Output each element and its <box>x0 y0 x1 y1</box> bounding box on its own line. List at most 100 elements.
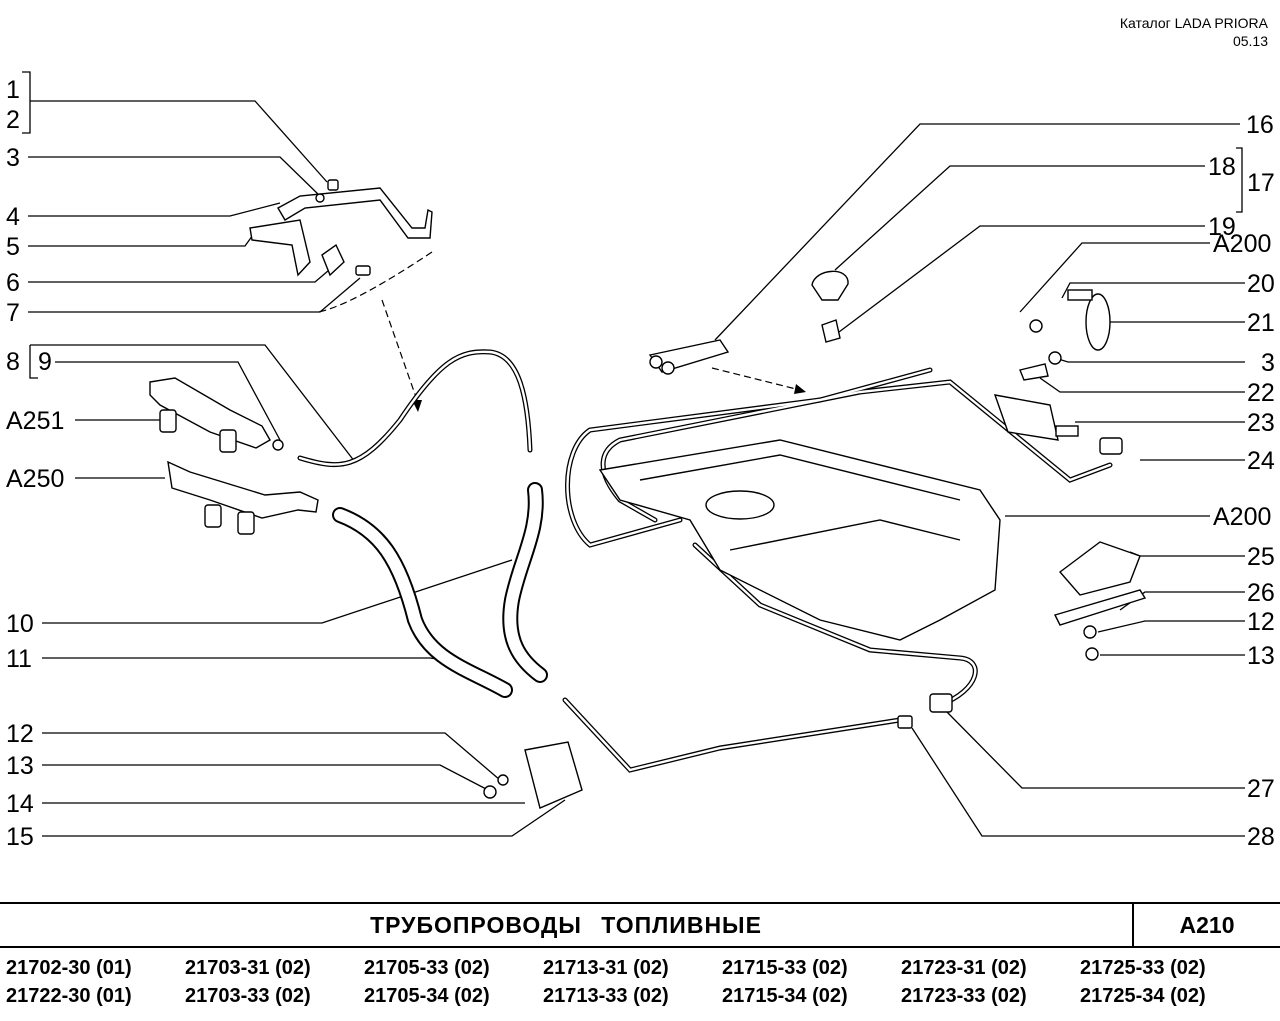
injector-a251-2 <box>219 429 237 453</box>
leader-15 <box>42 799 566 837</box>
fuel-tube-8 <box>297 349 533 468</box>
leader-4 <box>28 202 281 217</box>
leader-7 <box>28 277 361 313</box>
holder-18 <box>811 270 849 301</box>
model-code: 21722-30 (01) <box>6 985 132 1007</box>
fuel-rail-a251 <box>149 377 271 449</box>
sleeve-16-end-b <box>661 361 675 375</box>
leader-18 <box>834 165 1205 271</box>
holder-plate-5 <box>249 219 311 277</box>
bracket-17 <box>1236 147 1243 213</box>
leader-22 <box>1039 377 1245 393</box>
injector-a250-1 <box>204 504 222 528</box>
callout-18: 18 <box>1208 153 1236 181</box>
fuel-pump-module <box>705 490 775 520</box>
callout-13-right: 13 <box>1247 642 1275 670</box>
callout-12-right: 12 <box>1247 608 1275 636</box>
callout-15: 15 <box>6 823 34 851</box>
tank-rib-2 <box>729 519 961 551</box>
filter-clamp-21 <box>1085 293 1111 351</box>
quick-connector-27 <box>929 693 953 713</box>
fuel-lines-diagram: 1 2 3 4 5 6 7 8 9 A251 A250 10 11 12 13 … <box>6 71 1275 851</box>
model-code: 21725-34 (02) <box>1080 985 1206 1007</box>
catalog-title: Каталог LADA PRIORA <box>1119 15 1268 31</box>
callout-12: 12 <box>6 720 34 748</box>
catalog-date: 05.13 <box>1232 33 1268 49</box>
model-code: 21715-33 (02) <box>722 957 848 979</box>
injector-a250-2 <box>237 511 255 535</box>
callout-11: 11 <box>6 645 32 673</box>
model-code: 21702-30 (01) <box>6 957 132 979</box>
nut-13-right <box>1085 647 1099 661</box>
leader-10 <box>42 559 513 624</box>
callout-23: 23 <box>1247 409 1275 437</box>
model-code: 21713-33 (02) <box>543 985 669 1007</box>
callout-22: 22 <box>1247 379 1275 407</box>
dashed-arc <box>317 251 433 313</box>
leader-3-right <box>1054 357 1245 363</box>
leader-13 <box>42 764 489 791</box>
model-list: 21702-30 (01) 21703-31 (02) 21705-33 (02… <box>6 956 1276 1008</box>
fuel-hose-11 <box>332 507 513 698</box>
fuel-tank-a200 <box>598 439 1001 641</box>
filter-outlet <box>1055 425 1079 437</box>
pipe-holder-14 <box>524 741 583 809</box>
model-code: 21703-33 (02) <box>185 985 311 1007</box>
holder-plate-26 <box>1053 589 1147 626</box>
callout-3: 3 <box>6 144 20 172</box>
connector-28 <box>897 715 913 729</box>
bracket-1-2 <box>22 71 31 134</box>
fuel-rail-a250 <box>167 460 319 519</box>
pipe-holder-25 <box>1058 541 1141 596</box>
section-code: A210 <box>1179 911 1235 938</box>
sleeve-16-end-a <box>649 355 663 369</box>
model-code: 21705-33 (02) <box>364 957 490 979</box>
model-code: 21723-31 (02) <box>901 957 1027 979</box>
leader-5 <box>28 227 259 247</box>
callout-13: 13 <box>6 752 34 780</box>
callout-27: 27 <box>1247 775 1275 803</box>
callout-19: 19 <box>1208 213 1236 241</box>
callout-14: 14 <box>6 790 34 818</box>
quick-connector-24 <box>1099 437 1123 455</box>
callout-6: 6 <box>6 269 20 297</box>
leader-11 <box>42 657 446 661</box>
model-code: 21713-31 (02) <box>543 957 669 979</box>
callout-a200-top: A200 <box>1213 230 1271 258</box>
page-title: ТРУБОПРОВОДЫ ТОПЛИВНЫЕ <box>0 904 1134 946</box>
leader-25 <box>1129 551 1245 557</box>
callout-5: 5 <box>6 233 20 261</box>
leader-12-right <box>1097 620 1245 633</box>
callout-a250: A250 <box>6 465 64 493</box>
washer-3 <box>315 193 325 203</box>
washer-12 <box>497 774 509 786</box>
leader-a200-top <box>1019 242 1210 313</box>
clip-6 <box>321 243 345 277</box>
catalog-header: Каталог LADA PRIORA 05.13 <box>1120 14 1268 50</box>
callout-a200-tank: A200 <box>1213 503 1271 531</box>
clamp-tab-20 <box>1067 289 1093 301</box>
injector-a251-1 <box>159 409 177 433</box>
model-code: 21725-33 (02) <box>1080 957 1206 979</box>
callout-26: 26 <box>1247 579 1275 607</box>
callout-20: 20 <box>1247 270 1275 298</box>
model-code: 21703-31 (02) <box>185 957 311 979</box>
fuel-tube-28 <box>562 697 903 773</box>
leader-3 <box>28 156 321 197</box>
callout-9: 9 <box>38 348 52 376</box>
leader-19 <box>834 225 1205 336</box>
callout-4: 4 <box>6 203 20 231</box>
callout-2: 2 <box>6 106 20 134</box>
leader-8 <box>30 344 356 463</box>
screw-7 <box>355 265 371 276</box>
bracket-8-9 <box>29 345 38 379</box>
dashed-arrow-right <box>711 367 801 391</box>
model-code: 21723-33 (02) <box>901 985 1027 1007</box>
arrowhead-right <box>794 384 806 394</box>
callout-16: 16 <box>1246 111 1274 139</box>
bolt-22 <box>1019 363 1049 381</box>
nut-a200 <box>1029 319 1043 333</box>
fuel-filter-23 <box>993 394 1059 441</box>
dashed-arrow-left <box>381 299 418 401</box>
washer-12-right <box>1083 625 1097 639</box>
